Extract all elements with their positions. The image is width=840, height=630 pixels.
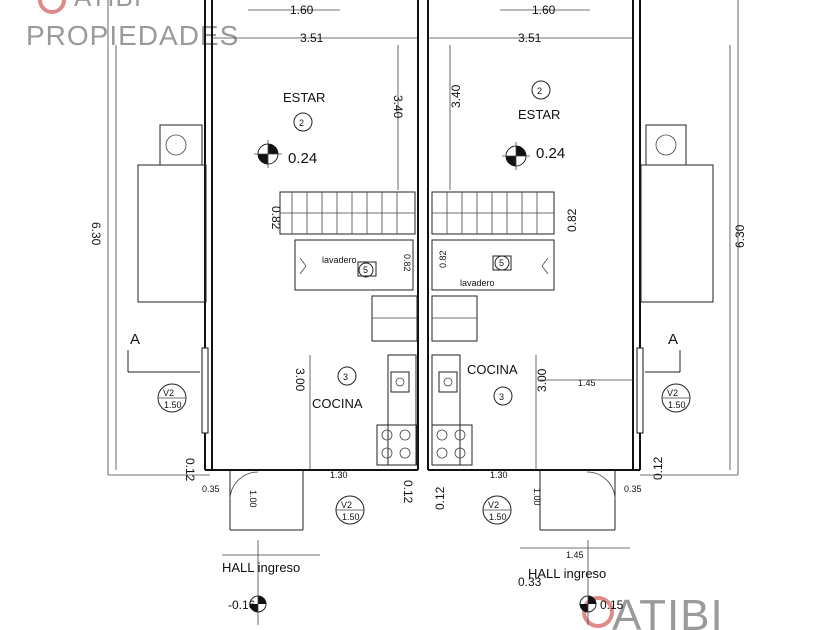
dim-total-height-left: 6.30 (89, 222, 103, 246)
window-tag-right-sub: 1.50 (668, 400, 686, 410)
room-estar-left: ESTAR (283, 90, 325, 105)
dim-top-left: 1.60 (290, 3, 314, 17)
dim-stair-right: 0.82 (565, 208, 579, 232)
window-tag-center-left: V2 (341, 500, 352, 510)
door-swings (229, 471, 616, 501)
room-cocina-left: COCINA (312, 396, 363, 411)
dim-cocina-width-right: 1.45 (578, 378, 596, 388)
dim-side-right: 0.35 (624, 484, 642, 494)
room-hall-left: HALL ingreso (222, 560, 300, 575)
bottom-dimensions: 0.12 0.12 0.12 0.12 1.30 1.30 0.35 0.35 … (183, 378, 665, 625)
window-marks (201, 347, 644, 434)
level-entry-right: 0.15 (600, 598, 624, 612)
dim-top-right: 1.60 (532, 3, 556, 17)
brand-logo-mark (38, 0, 66, 14)
room-number-estar-right-circle (531, 80, 551, 100)
window-tag-center-right: V2 (488, 500, 499, 510)
window-tag-center-right-sub: 1.50 (489, 512, 507, 522)
room-number-estar-left-circle (293, 112, 313, 132)
dim-hall-depth-right: 1.00 (532, 488, 542, 506)
top-dimensions: 1.60 1.60 3.51 3.51 (212, 3, 633, 45)
brand-bottom-text: ATIBI (612, 591, 724, 630)
dim-width-left: 3.51 (300, 31, 324, 45)
lot-lines (107, 0, 739, 476)
side-boxes (137, 124, 714, 303)
dim-hall-depth-left: 1.00 (248, 490, 258, 508)
room-number-cocina-left: 3 (343, 372, 348, 382)
section-markers: A A (127, 331, 681, 373)
watermark-bottom: ATIBI (582, 591, 724, 630)
dim-estar-height-left: 3.40 (391, 95, 405, 119)
room-hall-right: HALL ingreso (528, 566, 606, 581)
lavadero-left (294, 239, 414, 291)
dim-wall-center-right: 0.12 (433, 486, 447, 510)
section-a-right: A (668, 331, 678, 348)
brand-logo-mark-bottom (582, 596, 614, 628)
room-number-cocina-right-circle (493, 386, 513, 406)
dim-stair-left: 0.82 (269, 206, 283, 230)
room-lavadero-right: lavadero (460, 278, 495, 288)
room-number-lavadero-right: 5 (499, 258, 504, 268)
window-tag-left: V2 (163, 388, 174, 398)
room-lavadero-left: lavadero (322, 255, 357, 265)
window-tags: V2 1.50 V2 1.50 V2 1.50 V2 1.50 (157, 383, 691, 525)
dim-lav-left: 0.82 (402, 254, 412, 272)
brand-top-text: ATIBI (74, 0, 142, 12)
room-number-cocina-right: 3 (499, 392, 504, 402)
dim-wall-center-left: 0.12 (401, 480, 415, 504)
kitchen-right (431, 354, 473, 466)
room-numbers: 2 2 3 3 5 5 (293, 80, 551, 406)
walls (204, 0, 641, 531)
level-entry-left: -0.16 (228, 598, 256, 612)
dining-table (371, 295, 478, 342)
window-tag-left-sub: 1.50 (164, 400, 182, 410)
room-number-lavadero-left-circle (358, 262, 374, 278)
dim-total-height-right: 6.30 (733, 224, 747, 248)
dim-wall-left: 0.12 (183, 458, 197, 482)
level-markers: 0.24 0.24 -0.16 0.15 0.33 (228, 140, 624, 613)
kitchen-left (376, 354, 418, 466)
level-estar-left: 0.24 (288, 150, 317, 167)
dim-cocina-height-left: 3.00 (293, 368, 307, 392)
dim-door-left: 1.30 (330, 470, 348, 480)
dim-door-right: 1.30 (490, 470, 508, 480)
section-a-left: A (130, 331, 140, 348)
dim-wall-right: 0.12 (651, 456, 665, 480)
window-tag-right: V2 (667, 388, 678, 398)
level-hall-right: 0.33 (518, 575, 542, 589)
room-cocina-right: COCINA (467, 362, 518, 377)
room-estar-right: ESTAR (518, 107, 560, 122)
room-number-estar-left: 2 (299, 118, 304, 128)
room-number-estar-right: 2 (537, 86, 542, 96)
room-number-lavadero-left: 5 (363, 265, 368, 275)
stairs-right (431, 191, 555, 235)
window-tag-center-left-sub: 1.50 (342, 512, 360, 522)
dim-width-right: 3.51 (518, 31, 542, 45)
dim-hall-width-right: 1.45 (566, 550, 584, 560)
room-labels: ESTAR ESTAR COCINA COCINA lavadero lavad… (222, 90, 606, 581)
brand-sub-text: PROPIEDADES (26, 20, 239, 51)
watermark-top: ATIBI PROPIEDADES (26, 0, 239, 51)
room-number-lavadero-right-circle (494, 255, 510, 271)
room-number-cocina-left-circle (337, 366, 357, 386)
dim-estar-height-right: 3.40 (449, 84, 463, 108)
stairs-left (279, 191, 416, 235)
dim-lav-right: 0.82 (438, 250, 448, 268)
level-estar-right: 0.24 (536, 145, 565, 162)
dim-side-left: 0.35 (202, 484, 220, 494)
